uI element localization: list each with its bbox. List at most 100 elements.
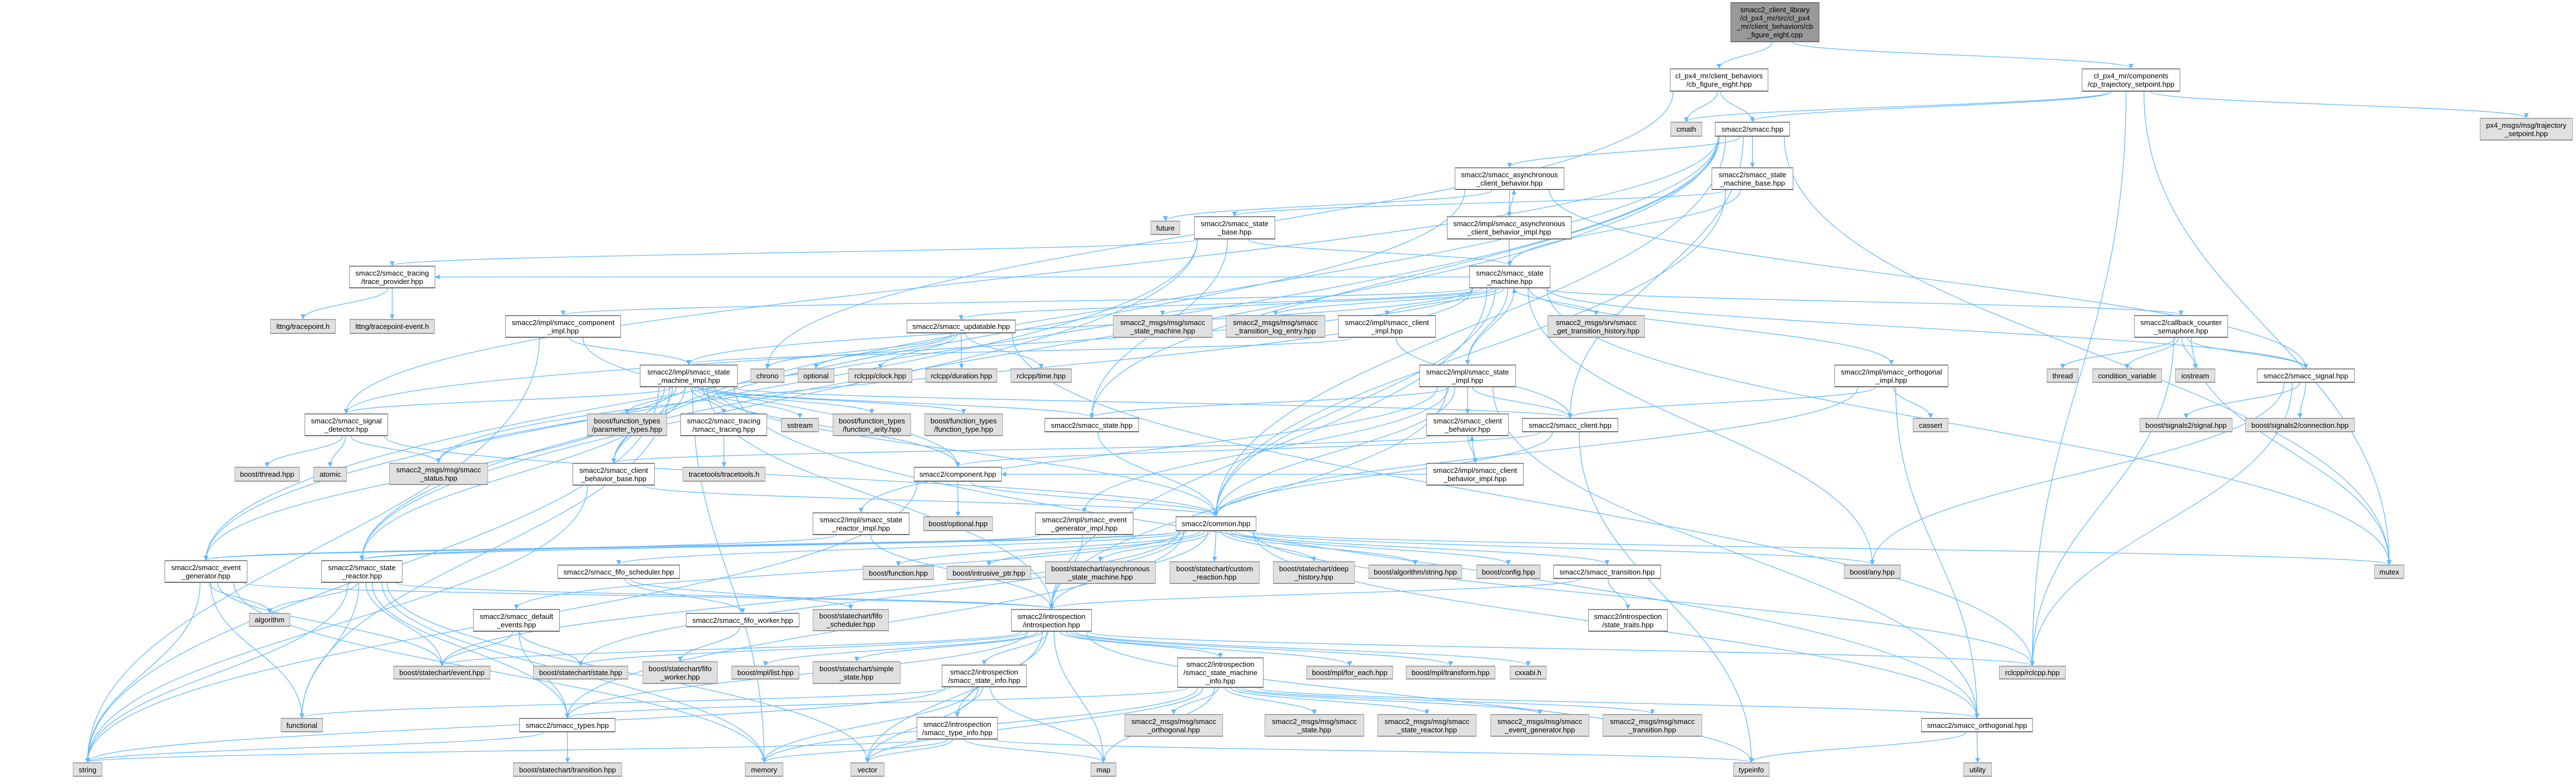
graph-node-string[interactable]: string <box>73 762 102 777</box>
graph-node-sstream[interactable]: sstream <box>781 418 819 432</box>
graph-node-ftarity[interactable]: boost/function_types /function_arity.hpp <box>833 413 911 436</box>
graph-node-map[interactable]: map <box>1091 762 1116 777</box>
graph-node-clientimpl[interactable]: smacc2/impl/smacc_client _impl.hpp <box>1338 315 1436 338</box>
graph-node-sminfo[interactable]: smacc2/introspection /smacc_state_machin… <box>1177 657 1264 688</box>
graph-node-vector[interactable]: vector <box>851 762 884 777</box>
graph-node-sig2conn[interactable]: boost/signals2/connection.hpp <box>2245 418 2355 432</box>
graph-node-clientbeh[interactable]: smacc2/smacc_client _behavior.hpp <box>1426 413 1509 436</box>
graph-node-chrono[interactable]: chrono <box>750 368 784 383</box>
graph-node-tracetools[interactable]: tracetools/tracetools.h <box>683 467 765 482</box>
graph-node-sigdet[interactable]: smacc2/smacc_signal _detector.hpp <box>305 413 388 436</box>
graph-node-root[interactable]: smacc2_client_library /cl_px4_mr/src/cl_… <box>1730 2 1819 42</box>
graph-node-ftparam[interactable]: boost/function_types /parameter_types.hp… <box>587 413 667 436</box>
graph-node-sreactor[interactable]: smacc2/smacc_state _reactor.hpp <box>321 560 402 583</box>
graph-node-component[interactable]: smacc2/component.hpp <box>914 467 1002 482</box>
graph-node-rclcpp[interactable]: rclcpp/rclcpp.hpp <box>1999 666 2066 680</box>
graph-node-lttng1[interactable]: lttng/tracepoint.h <box>270 319 336 334</box>
graph-node-statebase[interactable]: smacc2/smacc_state _base.hpp <box>1194 216 1275 239</box>
graph-node-signal[interactable]: smacc2/smacc_signal.hpp <box>2257 368 2355 383</box>
graph-node-custom[interactable]: boost/statechart/custom _reaction.hpp <box>1170 561 1260 584</box>
graph-node-bsfifosched[interactable]: boost/statechart/fifo _scheduler.hpp <box>813 609 889 631</box>
graph-node-foreach[interactable]: boost/mpl/for_each.hpp <box>1306 666 1393 680</box>
graph-node-ccs[interactable]: smacc2/callback_counter _semaphore.hpp <box>2134 315 2228 338</box>
graph-node-defevents[interactable]: smacc2/smacc_default _events.hpp <box>473 609 560 632</box>
graph-node-time[interactable]: rclcpp/time.hpp <box>1011 368 1072 383</box>
graph-node-asyncimpl[interactable]: smacc2/impl/smacc_asynchronous _client_b… <box>1447 216 1572 239</box>
graph-node-msgeg[interactable]: smacc2_msgs/msg/smacc _event_generator.h… <box>1490 714 1589 737</box>
graph-node-srvhist[interactable]: smacc2_msgs/srv/smacc _get_transition_hi… <box>1548 315 1645 338</box>
graph-node-msgtle[interactable]: smacc2_msgs/msg/smacc _transition_log_en… <box>1226 315 1325 338</box>
graph-node-cbbase[interactable]: smacc2/smacc_client _behavior_base.hpp <box>573 463 655 486</box>
graph-node-stateimpl[interactable]: smacc2/impl/smacc_state _impl.hpp <box>1419 364 1516 387</box>
graph-node-iostream[interactable]: iostream <box>2175 368 2215 383</box>
graph-node-msgorth[interactable]: smacc2_msgs/msg/smacc _orthogonal.hpp <box>1125 714 1223 737</box>
graph-node-cmath[interactable]: cmath <box>1670 122 1702 137</box>
graph-node-smimpl[interactable]: smacc2/impl/smacc_state _machine_impl.hp… <box>640 364 738 387</box>
graph-node-cbimpl[interactable]: smacc2/impl/smacc_client _behavior_impl.… <box>1426 463 1524 486</box>
graph-node-bconfig[interactable]: boost/config.hpp <box>1476 565 1540 579</box>
graph-node-typeinfo[interactable]: typeinfo <box>1733 762 1769 777</box>
graph-node-egimpl[interactable]: smacc2/impl/smacc_event _generator_impl.… <box>1035 512 1133 535</box>
graph-node-msgsm[interactable]: smacc2_msgs/msg/smacc _state_machine.hpp <box>1113 315 1212 338</box>
graph-node-smacc[interactable]: smacc2/smacc.hpp <box>1715 122 1790 137</box>
graph-node-bsfifoworker[interactable]: boost/statechart/fifo _worker.hpp <box>643 661 718 684</box>
graph-node-atomic[interactable]: atomic <box>314 467 347 482</box>
graph-node-orthimpl[interactable]: smacc2/impl/smacc_orthogonal _impl.hpp <box>1834 364 1948 387</box>
graph-node-sig2sig[interactable]: boost/signals2/signal.hpp <box>2140 418 2232 432</box>
graph-node-thread[interactable]: thread <box>2047 368 2078 383</box>
graph-node-mutex[interactable]: mutex <box>2374 565 2404 579</box>
graph-node-tracing[interactable]: smacc2/smacc_tracing /smacc_tracing.hpp <box>680 413 767 436</box>
graph-node-cassert[interactable]: cassert <box>1913 418 1948 432</box>
graph-node-bintrusive[interactable]: boost/intrusive_ptr.hpp <box>947 566 1031 580</box>
graph-node-orth[interactable]: smacc2/smacc_orthogonal.hpp <box>1921 718 2033 732</box>
graph-node-fttype[interactable]: boost/function_types /function_type.hpp <box>924 413 1003 436</box>
graph-node-functional[interactable]: functional <box>281 718 323 732</box>
graph-node-statetraits[interactable]: smacc2/introspection /state_traits.hpp <box>1588 609 1668 632</box>
graph-node-algorithm[interactable]: algorithm <box>249 613 290 627</box>
graph-node-state[interactable]: smacc2/smacc_state.hpp <box>1045 418 1139 432</box>
graph-node-msgsr[interactable]: smacc2_msgs/msg/smacc _state_reactor.hpp <box>1377 714 1476 737</box>
graph-node-boptional[interactable]: boost/optional.hpp <box>923 516 993 531</box>
graph-node-cbfe[interactable]: cl_px4_mr/client_behaviors /cb_figure_ei… <box>1670 68 1768 92</box>
graph-node-smbase[interactable]: smacc2/smacc_state _machine_base.hpp <box>1712 167 1793 190</box>
graph-node-msgstate[interactable]: smacc2_msgs/msg/smacc _state.hpp <box>1265 714 1364 737</box>
graph-node-optional[interactable]: optional <box>798 368 834 383</box>
graph-node-asyncsm[interactable]: boost/statechart/asynchronous _state_mac… <box>1045 561 1156 584</box>
graph-node-clock[interactable]: rclcpp/clock.hpp <box>848 368 912 383</box>
graph-node-condvar[interactable]: condition_variable <box>2092 368 2162 383</box>
graph-node-transform[interactable]: boost/mpl/transform.hpp <box>1406 666 1495 680</box>
graph-node-bthread[interactable]: boost/thread.hpp <box>235 467 300 482</box>
graph-node-lttng2[interactable]: lttng/tracepoint-event.h <box>350 319 435 334</box>
graph-node-simplestate[interactable]: boost/statechart/simple _state.hpp <box>813 661 901 684</box>
graph-node-evgen[interactable]: smacc2/smacc_event _generator.hpp <box>165 560 247 583</box>
graph-node-typeinfoh[interactable]: smacc2/introspection /smacc_type_info.hp… <box>917 717 998 740</box>
graph-node-client[interactable]: smacc2/smacc_client.hpp <box>1522 418 1618 432</box>
graph-node-utility[interactable]: utility <box>1963 762 1992 777</box>
graph-node-bany[interactable]: boost/any.hpp <box>1844 565 1901 579</box>
graph-node-fifoworker[interactable]: smacc2/smacc_fifo_worker.hpp <box>686 613 799 627</box>
graph-node-duration[interactable]: rclcpp/duration.hpp <box>926 368 997 383</box>
graph-node-bstrans[interactable]: boost/statechart/transition.hpp <box>513 762 622 777</box>
graph-node-memory[interactable]: memory <box>745 762 783 777</box>
graph-node-event[interactable]: boost/statechart/event.hpp <box>394 666 490 680</box>
graph-node-bsstate[interactable]: boost/statechart/state.hpp <box>533 666 628 680</box>
graph-node-srimpl[interactable]: smacc2/impl/smacc_state _reactor_impl.hp… <box>813 512 909 535</box>
graph-node-async[interactable]: smacc2/smacc_asynchronous _client_behavi… <box>1455 167 1564 190</box>
graph-node-transition[interactable]: smacc2/smacc_transition.hpp <box>1553 565 1661 579</box>
graph-node-balgstr[interactable]: boost/algorithm/string.hpp <box>1369 565 1462 579</box>
graph-node-introspection[interactable]: smacc2/introspection /introspection.hpp <box>1011 609 1092 632</box>
graph-node-common[interactable]: smacc2/common.hpp <box>1176 516 1256 531</box>
graph-node-bfunction[interactable]: boost/function.hpp <box>863 566 934 580</box>
graph-node-types[interactable]: smacc2/smacc_types.hpp <box>519 718 615 732</box>
graph-node-updatable[interactable]: smacc2/smacc_updatable.hpp <box>907 319 1016 333</box>
graph-node-mpllist[interactable]: boost/mpl/list.hpp <box>732 666 799 680</box>
graph-node-compimpl[interactable]: smacc2/impl/smacc_component _impl.hpp <box>505 315 621 338</box>
graph-node-cpts[interactable]: cl_px4_mr/components /cp_trajectory_setp… <box>2082 68 2180 92</box>
graph-node-px4msg[interactable]: px4_msgs/msg/trajectory _setpoint.hpp <box>2480 118 2573 141</box>
graph-node-future[interactable]: future <box>1151 221 1180 235</box>
graph-node-msgtr[interactable]: smacc2_msgs/msg/smacc _transition.hpp <box>1603 714 1702 737</box>
graph-node-stateinfo[interactable]: smacc2/introspection /smacc_state_info.h… <box>942 665 1027 687</box>
graph-node-cxxabi[interactable]: cxxabi.h <box>1510 666 1546 680</box>
graph-node-sm[interactable]: smacc2/smacc_state _machine.hpp <box>1469 266 1550 288</box>
graph-node-trace[interactable]: smacc2/smacc_tracing /trace_provider.hpp <box>349 266 435 288</box>
